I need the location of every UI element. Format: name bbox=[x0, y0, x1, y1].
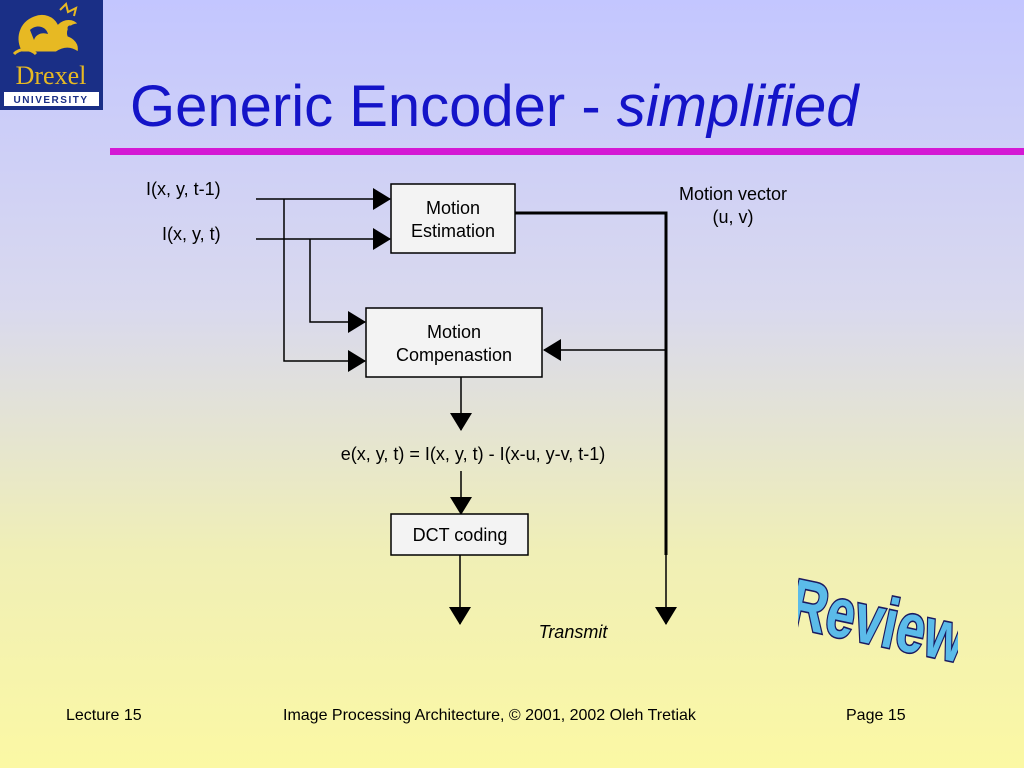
review-stamp: Review bbox=[798, 575, 958, 675]
review-stamp-text: Review bbox=[798, 575, 958, 675]
motion-estimation-block: Motion Estimation bbox=[390, 183, 516, 254]
footer-lecture: Lecture 15 bbox=[66, 707, 142, 724]
logo-subtext: UNIVERSITY bbox=[13, 95, 88, 106]
input-connectors bbox=[256, 188, 391, 372]
motion-compensation-label-2: Compenastion bbox=[396, 345, 512, 365]
motion-vector-label-2: (u, v) bbox=[712, 207, 753, 227]
slide-title: Generic Encoder - simplified bbox=[130, 78, 859, 136]
input-prev-frame: I(x, y, t-1) bbox=[146, 179, 221, 199]
motion-estimation-label-1: Motion bbox=[426, 198, 480, 218]
dct-coding-label: DCT coding bbox=[413, 525, 508, 545]
drexel-logo: Drexel UNIVERSITY bbox=[0, 0, 103, 110]
input-curr-frame: I(x, y, t) bbox=[162, 224, 221, 244]
motion-vector-label-1: Motion vector bbox=[679, 184, 787, 204]
motion-estimation-label-2: Estimation bbox=[411, 221, 495, 241]
logo-wordmark: Drexel bbox=[16, 61, 87, 90]
title-emphasis: simplified bbox=[616, 74, 859, 139]
dragon-icon: Drexel UNIVERSITY bbox=[4, 2, 99, 106]
title-underline bbox=[110, 148, 1024, 155]
title-main: Generic Encoder - bbox=[130, 74, 617, 139]
motion-compensation-label-1: Motion bbox=[427, 322, 481, 342]
error-equation: e(x, y, t) = I(x, y, t) - I(x-u, y-v, t-… bbox=[341, 444, 606, 464]
motion-compensation-block: Motion Compenastion bbox=[365, 307, 543, 378]
motion-vector-connector bbox=[515, 211, 677, 625]
footer-copyright: Image Processing Architecture, © 2001, 2… bbox=[283, 707, 696, 724]
dct-coding-block: DCT coding bbox=[390, 513, 529, 556]
footer-page-number: Page 15 bbox=[846, 707, 906, 724]
transmit-label: Transmit bbox=[539, 622, 609, 642]
